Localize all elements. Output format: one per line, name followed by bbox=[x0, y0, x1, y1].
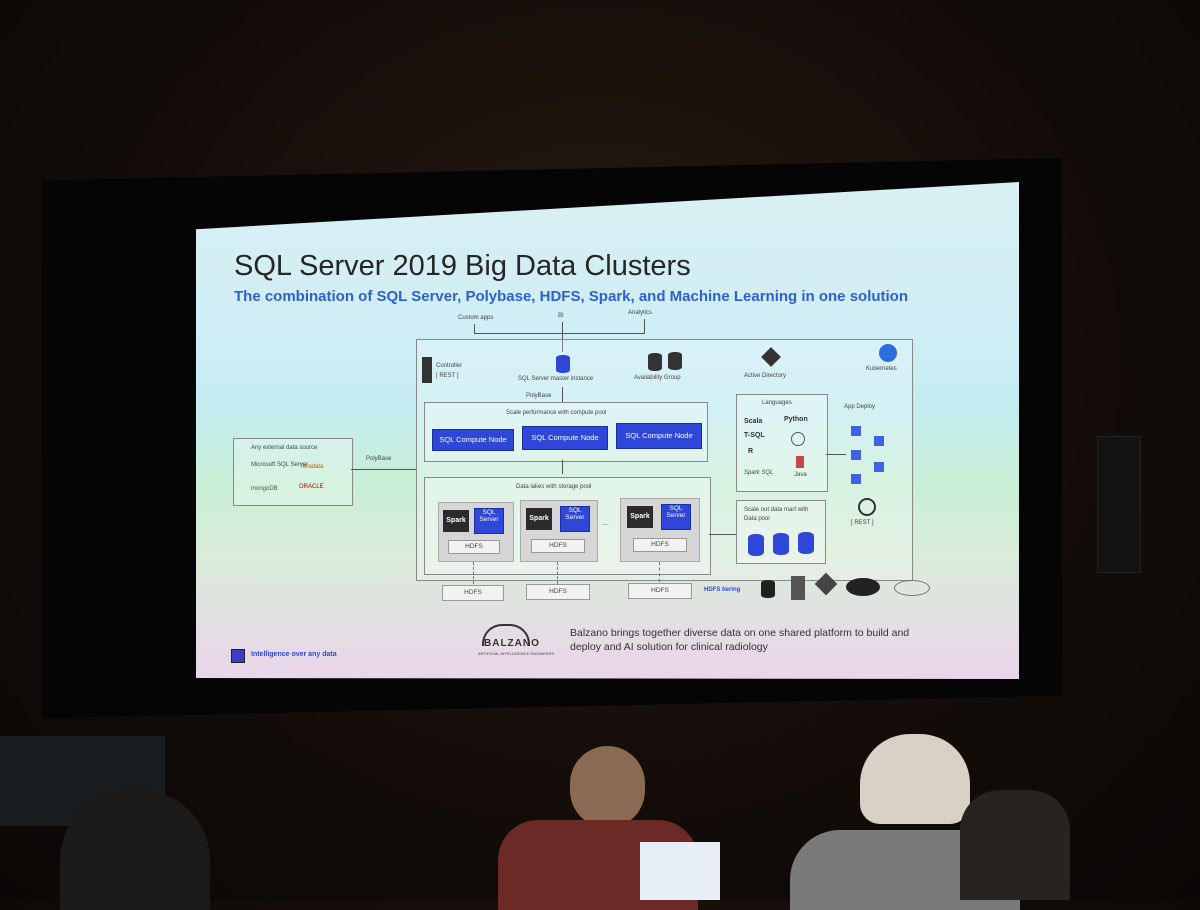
hdfs-box: HDFS bbox=[531, 539, 585, 553]
sql-server-icon: SQL Server bbox=[661, 504, 691, 530]
compute-node: SQL Compute Node bbox=[522, 426, 608, 450]
spark-icon: Spark bbox=[443, 510, 469, 532]
languages-box bbox=[736, 394, 828, 492]
audience-head bbox=[60, 790, 210, 910]
language-item: Java bbox=[794, 472, 807, 478]
language-item: T-SQL bbox=[744, 432, 765, 439]
sql-server-icon: SQL Server bbox=[560, 506, 590, 532]
audience-cap bbox=[860, 734, 970, 824]
compute-node: SQL Compute Node bbox=[432, 429, 514, 451]
language-item: Spark SQL bbox=[744, 470, 774, 476]
database-icon bbox=[556, 355, 570, 373]
storage-vendor-icon bbox=[894, 580, 930, 596]
compute-pool-title: Scale performance with compute pool bbox=[506, 410, 607, 416]
kubernetes-icon bbox=[879, 344, 897, 362]
languages-title: Languages bbox=[762, 400, 792, 406]
hdfs-box: HDFS bbox=[628, 583, 692, 599]
storage-vendor-icon bbox=[846, 578, 880, 596]
sql-server-icon: SQL Server bbox=[474, 508, 504, 534]
app-deploy-label: App Deploy bbox=[844, 404, 876, 410]
hdfs-box: HDFS bbox=[526, 584, 590, 600]
custom-apps-label: Custom apps bbox=[458, 315, 494, 321]
balzano-tagline: ARTIFICIAL INTELLIGENCE ENGINEERS bbox=[478, 651, 555, 656]
footer-text: Intelligence over any data bbox=[251, 651, 337, 658]
external-data-source bbox=[233, 438, 353, 506]
external-title: Any external data source bbox=[251, 445, 318, 451]
laptop-screen bbox=[640, 842, 720, 900]
balzano-logo-text: BALZANO bbox=[484, 638, 540, 649]
slide-title: SQL Server 2019 Big Data Clusters bbox=[234, 250, 691, 282]
presentation-slide: SQL Server 2019 Big Data Clusters The co… bbox=[196, 182, 1019, 679]
kubernetes-label: Kubernetes bbox=[866, 366, 897, 372]
polybase-label: PolyBase bbox=[526, 393, 552, 399]
controller-rest-label: [ REST ] bbox=[436, 373, 459, 379]
audience-head bbox=[570, 746, 645, 828]
active-directory-label: Active Directory bbox=[744, 373, 787, 379]
slide-subtitle: The combination of SQL Server, Polybase,… bbox=[234, 288, 909, 305]
master-instance-label: SQL Server master instance bbox=[518, 376, 594, 382]
polybase-left-label: PolyBase bbox=[366, 456, 392, 462]
hdfs-box: HDFS bbox=[633, 538, 687, 552]
audience-body bbox=[960, 790, 1070, 900]
analytics-label: Analytics bbox=[628, 310, 653, 316]
controller-label: Controller bbox=[436, 363, 463, 369]
ellipsis: ... bbox=[602, 520, 608, 527]
language-item: Scala bbox=[744, 418, 763, 425]
spark-icon: Spark bbox=[526, 508, 552, 530]
storage-pool-title: Data lakes with storage pool bbox=[516, 484, 592, 490]
external-source: mongoDB bbox=[251, 486, 278, 492]
database-icon bbox=[648, 353, 662, 371]
external-source: Microsoft SQL Server bbox=[251, 462, 309, 468]
storage-vendor-icon bbox=[791, 576, 805, 600]
helm-icon bbox=[858, 498, 876, 516]
hdfs-box: HDFS bbox=[442, 585, 504, 601]
external-source: ORACLE bbox=[299, 484, 324, 490]
wrench-icon bbox=[422, 357, 432, 383]
compute-node: SQL Compute Node bbox=[616, 423, 702, 449]
speaker-cabinet bbox=[1097, 436, 1141, 573]
language-item: Python bbox=[784, 416, 808, 423]
external-source: Teradata bbox=[300, 464, 324, 470]
java-icon bbox=[796, 456, 804, 468]
spark-icon: Spark bbox=[627, 506, 653, 528]
storage-vendor-icon bbox=[761, 580, 775, 598]
bi-label: BI bbox=[558, 313, 564, 319]
hdfs-box: HDFS bbox=[448, 540, 500, 554]
hdfs-tiering-label: HDFS tiering bbox=[704, 587, 741, 593]
availability-group-label: Availability Group bbox=[634, 375, 681, 381]
language-item: R bbox=[748, 448, 754, 455]
balzano-description: Balzano brings together diverse data on … bbox=[570, 627, 910, 653]
database-icon bbox=[668, 352, 682, 370]
data-pool-title: Scale out data mart with Data pool bbox=[744, 507, 809, 522]
app-rest-label: [ REST ] bbox=[851, 520, 874, 526]
footer-logo-icon bbox=[231, 649, 245, 663]
jupyter-icon bbox=[791, 432, 805, 446]
